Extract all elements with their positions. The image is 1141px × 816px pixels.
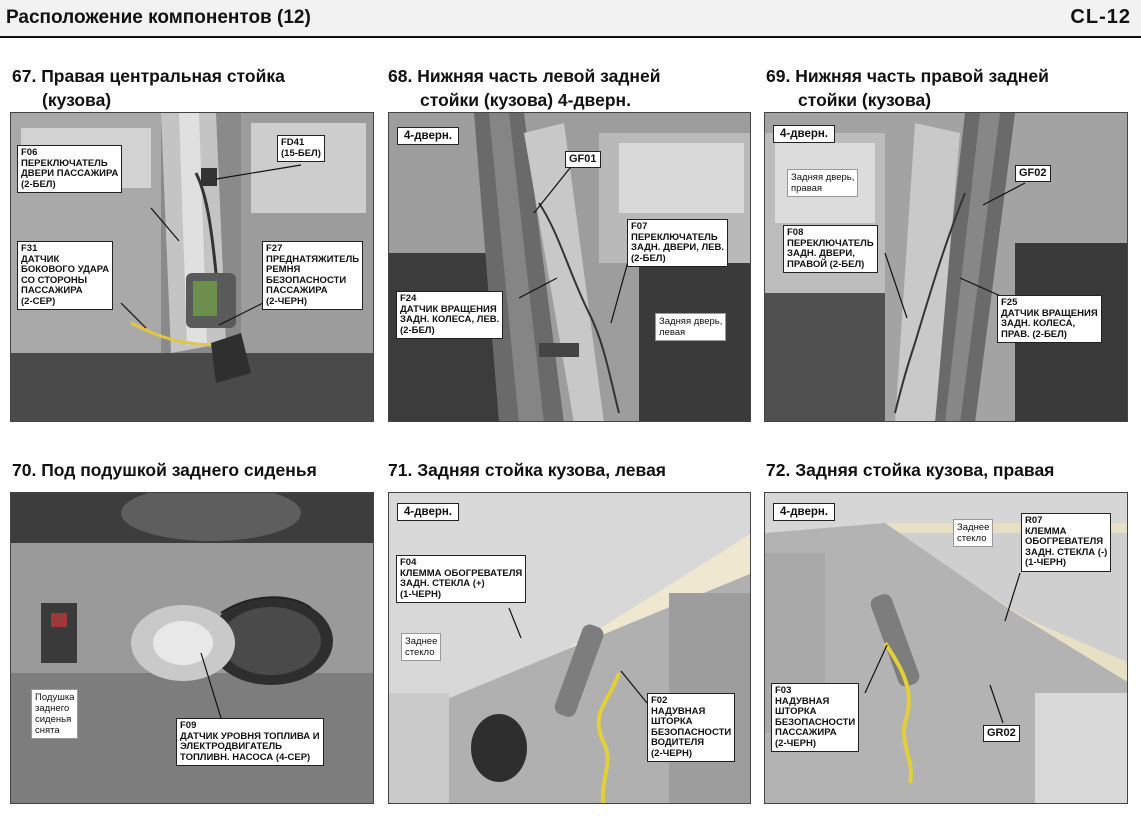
panel-70-title: 70. Под подушкой заднего сиденья <box>12 458 317 482</box>
panel-71-title-line1: 71. Задняя стойка кузова, левая <box>388 460 667 480</box>
panel-68-title: 68. Нижняя часть левой задней стойки (ку… <box>388 64 661 112</box>
callout-f08: F08 ПЕРЕКЛЮЧАТЕЛЬ ЗАДН. ДВЕРИ, ПРАВОЙ (2… <box>783 225 878 273</box>
panel-69-title-line1: 69. Нижняя часть правой задней <box>766 66 1049 86</box>
callout-f31: F31 ДАТЧИК БОКОВОГО УДАРА СО СТОРОНЫ ПАС… <box>17 241 114 310</box>
callout-f27: F27 ПРЕДНАТЯЖИТЕЛЬ РЕМНЯ БЕЗОПАСНОСТИ ПА… <box>262 241 364 310</box>
page-title: Расположение компонентов (12) <box>6 7 311 28</box>
panel-68-note: Задняя дверь, левая <box>655 313 727 341</box>
panel-68-photo: 4-дверн. GF01 F07 ПЕРЕКЛЮЧАТЕЛЬ ЗАДН. ДВ… <box>388 112 751 422</box>
panel-68-title-line1: 68. Нижняя часть левой задней <box>388 66 661 86</box>
callout-f25: F25 ДАТЧИК ВРАЩЕНИЯ ЗАДН. КОЛЕСА, ПРАВ. … <box>997 295 1102 343</box>
panel-67-photo: F06 ПЕРЕКЛЮЧАТЕЛЬ ДВЕРИ ПАССАЖИРА (2-БЕЛ… <box>10 112 374 422</box>
panel-71-note: Заднее стекло <box>401 633 442 661</box>
panel-72-note: Заднее стекло <box>953 519 994 547</box>
panel-69-title: 69. Нижняя часть правой задней стойки (к… <box>766 64 1049 112</box>
panel-68-door-tag: 4-дверн. <box>397 127 460 145</box>
page-code: CL-12 <box>1070 6 1131 28</box>
panel-67-title: 67. Правая центральная стойка (кузова) <box>12 64 285 112</box>
panel-72-title-line1: 72. Задняя стойка кузова, правая <box>766 460 1055 480</box>
panel-69-photo: 4-дверн. Задняя дверь, правая GF02 F08 П… <box>764 112 1128 422</box>
panel-72-title: 72. Задняя стойка кузова, правая <box>766 458 1054 482</box>
callout-f03: F03 НАДУВНАЯ ШТОРКА БЕЗОПАСНОСТИ ПАССАЖИ… <box>771 683 860 752</box>
panel-68-title-line2: стойки (кузова) 4-дверн. <box>420 90 631 110</box>
callout-f02: F02 НАДУВНАЯ ШТОРКА БЕЗОПАСНОСТИ ВОДИТЕЛ… <box>647 693 736 762</box>
callout-gr02: GR02 <box>983 725 1020 742</box>
header-divider <box>0 36 1141 38</box>
callout-f06: F06 ПЕРЕКЛЮЧАТЕЛЬ ДВЕРИ ПАССАЖИРА (2-БЕЛ… <box>17 145 123 193</box>
panel-72-door-tag: 4-дверн. <box>773 503 836 521</box>
page-header: Расположение компонентов (12) CL-12 <box>0 0 1141 38</box>
panel-69-title-line2: стойки (кузова) <box>798 90 932 110</box>
callout-gf02: GF02 <box>1015 165 1051 182</box>
panel-71-photo: 4-дверн. F04 КЛЕММА ОБОГРЕВАТЕЛЯ ЗАДН. С… <box>388 492 751 804</box>
panel-72-illustration <box>765 493 1127 803</box>
callout-f07: F07 ПЕРЕКЛЮЧАТЕЛЬ ЗАДН. ДВЕРИ, ЛЕВ. (2-Б… <box>627 219 728 267</box>
panel-67-title-line1: 67. Правая центральная стойка <box>12 66 285 86</box>
callout-r07: R07 КЛЕММА ОБОГРЕВАТЕЛЯ ЗАДН. СТЕКЛА (-)… <box>1021 513 1112 572</box>
callout-f24: F24 ДАТЧИК ВРАЩЕНИЯ ЗАДН. КОЛЕСА, ЛЕВ. (… <box>396 291 504 339</box>
panel-71-door-tag: 4-дверн. <box>397 503 460 521</box>
callout-f09: F09 ДАТЧИК УРОВНЯ ТОПЛИВА И ЭЛЕКТРОДВИГА… <box>176 718 324 766</box>
panel-70-title-line1: 70. Под подушкой заднего сиденья <box>12 460 317 480</box>
panel-69-door-tag: 4-дверн. <box>773 125 836 143</box>
panel-69-note: Задняя дверь, правая <box>787 169 859 197</box>
panel-67-title-line2: (кузова) <box>42 90 112 110</box>
callout-fd41: FD41 (15-БЕЛ) <box>277 135 325 162</box>
panel-70-photo: Подушка заднего сиденья снята F09 ДАТЧИК… <box>10 492 374 804</box>
panel-71-title: 71. Задняя стойка кузова, левая <box>388 458 666 482</box>
callout-gf01: GF01 <box>565 151 601 168</box>
callout-f04: F04 КЛЕММА ОБОГРЕВАТЕЛЯ ЗАДН. СТЕКЛА (+)… <box>396 555 527 603</box>
panel-70-note: Подушка заднего сиденья снята <box>31 689 79 739</box>
panel-72-photo: 4-дверн. Заднее стекло R07 КЛЕММА ОБОГРЕ… <box>764 492 1128 804</box>
